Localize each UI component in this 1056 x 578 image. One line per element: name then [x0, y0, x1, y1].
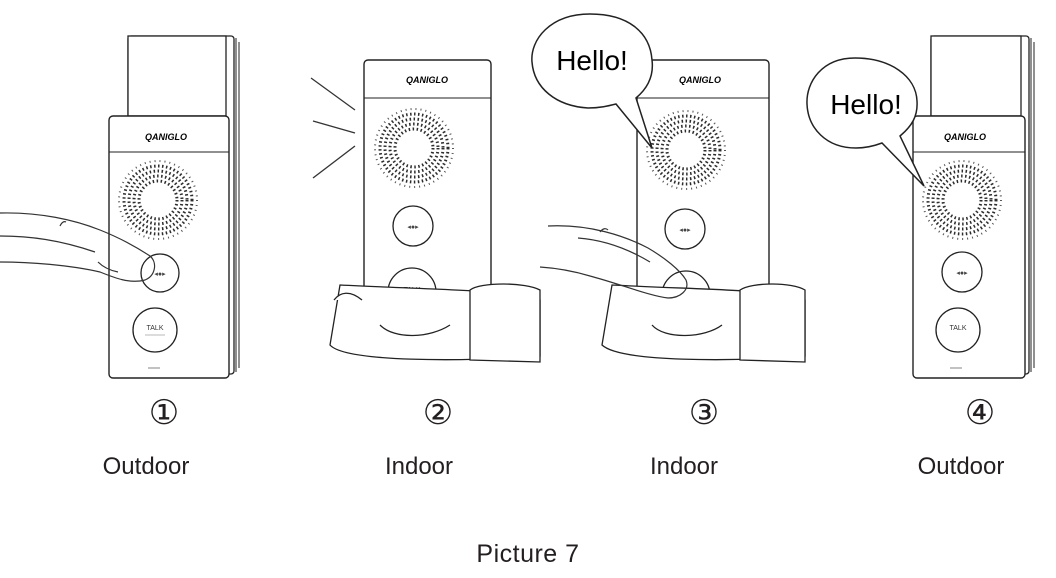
- svg-text:◂●▸: ◂●▸: [679, 227, 691, 234]
- step-2-label: Indoor: [384, 453, 454, 480]
- svg-text:QANIGLO: QANIGLO: [406, 75, 448, 85]
- figure-caption: Picture 7: [476, 540, 580, 568]
- step-1-number: ①: [148, 394, 180, 432]
- step-3-number: ③: [688, 394, 720, 432]
- outdoor-unit-4: QANIGLO ◂●▸ TALK Hello!: [806, 35, 1035, 379]
- charging-base: [601, 283, 806, 363]
- svg-text:◂●▸: ◂●▸: [154, 271, 166, 278]
- ringing-waves-icon: [310, 77, 356, 179]
- finger-icon: [539, 225, 688, 299]
- svg-text:QANIGLO: QANIGLO: [679, 75, 721, 85]
- call-button: [140, 253, 180, 293]
- speech-text: Hello!: [830, 89, 902, 120]
- call-button: [941, 251, 983, 293]
- step-3-label: Indoor: [649, 453, 719, 480]
- svg-text:TALK: TALK: [147, 325, 164, 332]
- svg-text:QANIGLO: QANIGLO: [944, 132, 986, 142]
- brand-logo: QANIGLO: [145, 132, 187, 142]
- step-4-label: Outdoor: [917, 453, 1005, 480]
- speech-bubble: Hello!: [531, 13, 654, 149]
- step-4-number: ④: [964, 394, 996, 432]
- outdoor-unit-1: QANIGLO ◂●▸ TALK: [0, 35, 240, 379]
- step-1-label: Outdoor: [102, 453, 190, 480]
- indoor-unit-3: QANIGLO ◂●▸ TALK Hello!: [531, 13, 806, 363]
- call-button: [392, 205, 434, 247]
- speech-bubble: Hello!: [806, 57, 925, 187]
- svg-text:TALK: TALK: [950, 325, 967, 332]
- talk-button: [935, 307, 981, 353]
- step-2-number: ②: [422, 394, 454, 432]
- indoor-unit-2: QANIGLO ◂●▸ TALK: [310, 59, 541, 363]
- call-button: [664, 208, 706, 250]
- talk-button: [132, 307, 178, 353]
- svg-text:◂●▸: ◂●▸: [407, 224, 419, 231]
- charging-base: [329, 283, 541, 363]
- finger-icon: [0, 212, 156, 282]
- speech-text: Hello!: [556, 45, 628, 76]
- svg-text:◂●▸: ◂●▸: [956, 270, 968, 277]
